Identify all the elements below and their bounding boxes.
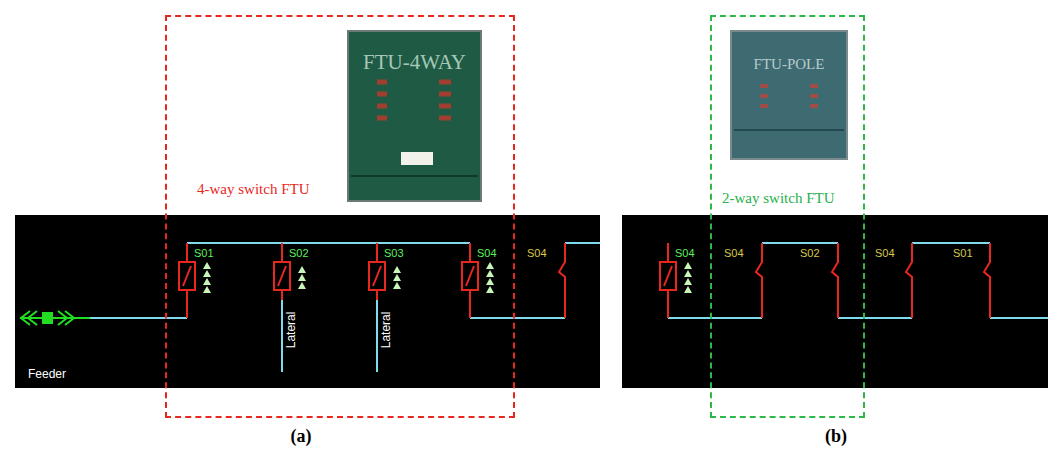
- group-frame: 4-way switch FTU FTU-4WAY: [165, 15, 515, 418]
- ftu-photo: FTU-POLE: [730, 30, 848, 160]
- cabinet-marking: [377, 82, 451, 118]
- lateral-label: Lateral: [380, 312, 394, 349]
- nameplate: [401, 152, 433, 165]
- switch-label: S02: [289, 247, 309, 260]
- feeder-arrows: [21, 311, 74, 325]
- subfigure-label: (a): [291, 426, 312, 447]
- node-text: 2-way switch FTU: [722, 190, 835, 207]
- open-switch: [559, 243, 990, 318]
- switch-label: S04: [675, 247, 695, 260]
- group-frame: 2-way switch FTU FTU-POLE: [710, 15, 865, 418]
- fault-indicator: [203, 262, 692, 293]
- subfigure-label: (b): [825, 426, 847, 447]
- switch-label: S04: [477, 247, 497, 260]
- switch-label: S04: [875, 247, 895, 260]
- cabinet-edge: [731, 31, 847, 159]
- switch-label: S02: [800, 247, 820, 260]
- switch-label: S04: [724, 247, 744, 260]
- node-text: 4-way switch FTU: [197, 181, 310, 198]
- feeder-block: [42, 312, 53, 324]
- switch-label: Feeder: [28, 368, 66, 382]
- switch-label: S03: [384, 247, 404, 260]
- switch-blade: [183, 266, 672, 286]
- switch-lead: [187, 243, 470, 318]
- cabinet-edge: [348, 31, 481, 201]
- switch-label: S01: [194, 247, 214, 260]
- scada-panel: [622, 215, 1048, 388]
- switch-label: S01: [953, 247, 973, 260]
- scada-panel: [15, 215, 600, 388]
- switch-label: S04: [527, 247, 547, 260]
- lateral-label: Lateral: [285, 312, 299, 349]
- node-text: FTU-4WAY: [363, 50, 466, 74]
- cabinet-marking: [760, 86, 818, 106]
- photo-detail: [730, 30, 848, 160]
- door-seam: [351, 175, 478, 177]
- door-seam: [734, 129, 844, 131]
- node-text: FTU-POLE: [754, 56, 825, 73]
- ftu-photo: FTU-4WAY: [347, 30, 482, 202]
